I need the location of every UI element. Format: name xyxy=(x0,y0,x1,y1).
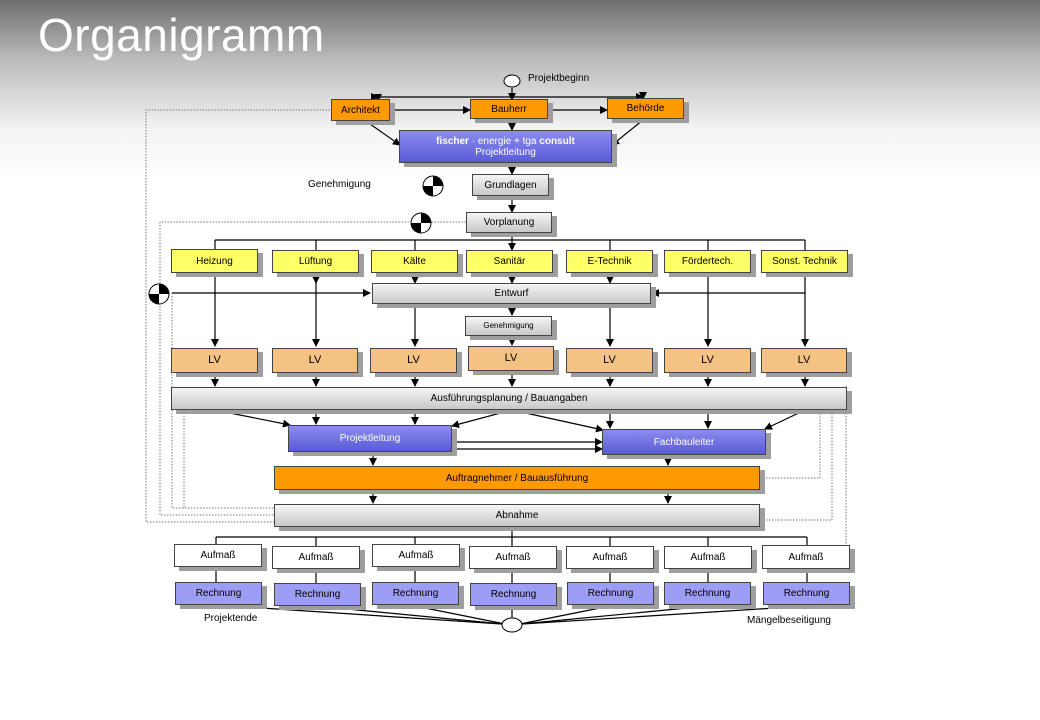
end-node xyxy=(501,617,523,633)
aufmass-3: Aufmaß xyxy=(372,544,460,567)
box-auftragnehmer: Auftragnehmer / Bauausführung xyxy=(274,466,760,490)
approval-decision-icon-3 xyxy=(148,283,170,305)
box-abnahme: Abnahme xyxy=(274,504,760,527)
rechnung-2: Rechnung xyxy=(274,583,361,606)
aufmass-6: Aufmaß xyxy=(664,546,752,569)
lv-sanitaer: LV xyxy=(468,346,554,371)
lead-role: Projektleitung xyxy=(475,146,536,158)
aufmass-1: Aufmaß xyxy=(174,544,262,567)
trade-lueftung: Lüftung xyxy=(272,250,359,273)
label-projektende: Projektende xyxy=(204,613,258,624)
rechnung-5: Rechnung xyxy=(567,582,654,605)
lv-lueftung: LV xyxy=(272,348,358,373)
box-genehmigung: Genehmigung xyxy=(465,316,552,336)
box-ausfuehrungsplanung: Ausführungsplanung / Bauangaben xyxy=(171,387,847,410)
lv-foerdertechnik: LV xyxy=(664,348,751,373)
aufmass-2: Aufmaß xyxy=(272,546,360,569)
label-maengelbeseitigung: Mängelbeseitigung xyxy=(747,615,831,626)
company-name: fischer · energie + tga consult xyxy=(436,135,575,147)
lv-e-technik: LV xyxy=(566,348,653,373)
trade-e-technik: E-Technik xyxy=(566,250,653,273)
rechnung-3: Rechnung xyxy=(372,582,459,605)
rechnung-7: Rechnung xyxy=(763,582,850,605)
box-bauherr: Bauherr xyxy=(470,99,548,119)
trade-heizung: Heizung xyxy=(171,249,258,273)
lv-kaelte: LV xyxy=(370,348,457,373)
box-vorplanung: Vorplanung xyxy=(466,212,552,233)
box-entwurf: Entwurf xyxy=(372,283,651,304)
rechnung-6: Rechnung xyxy=(664,582,751,605)
box-behoerde: Behörde xyxy=(607,98,684,119)
box-projektleitung: Projektleitung xyxy=(288,425,452,452)
box-fischer-projektleitung: fischer · energie + tga consult Projektl… xyxy=(399,130,612,163)
trade-sonstige-technik: Sonst. Technik xyxy=(761,250,848,273)
lv-sonstige-technik: LV xyxy=(761,348,847,373)
approval-decision-icon-1 xyxy=(422,175,444,197)
box-fachbauleiter: Fachbauleiter xyxy=(602,429,766,455)
page-title: Organigramm xyxy=(38,9,325,61)
start-node xyxy=(503,74,521,88)
trade-foerdertechnik: Fördertech. xyxy=(664,250,751,273)
box-grundlagen: Grundlagen xyxy=(472,174,549,196)
label-projektbeginn: Projektbeginn xyxy=(528,73,590,84)
trade-sanitaer: Sanitär xyxy=(466,250,553,273)
box-architekt: Architekt xyxy=(331,99,390,121)
label-genehmigung: Genehmigung xyxy=(308,179,371,190)
rechnung-1: Rechnung xyxy=(175,582,262,605)
rechnung-4: Rechnung xyxy=(470,583,557,606)
approval-decision-icon-2 xyxy=(410,212,432,234)
aufmass-4: Aufmaß xyxy=(469,546,557,569)
trade-kaelte: Kälte xyxy=(371,250,458,273)
aufmass-5: Aufmaß xyxy=(566,546,654,569)
lv-heizung: LV xyxy=(171,348,258,373)
aufmass-7: Aufmaß xyxy=(762,545,850,569)
